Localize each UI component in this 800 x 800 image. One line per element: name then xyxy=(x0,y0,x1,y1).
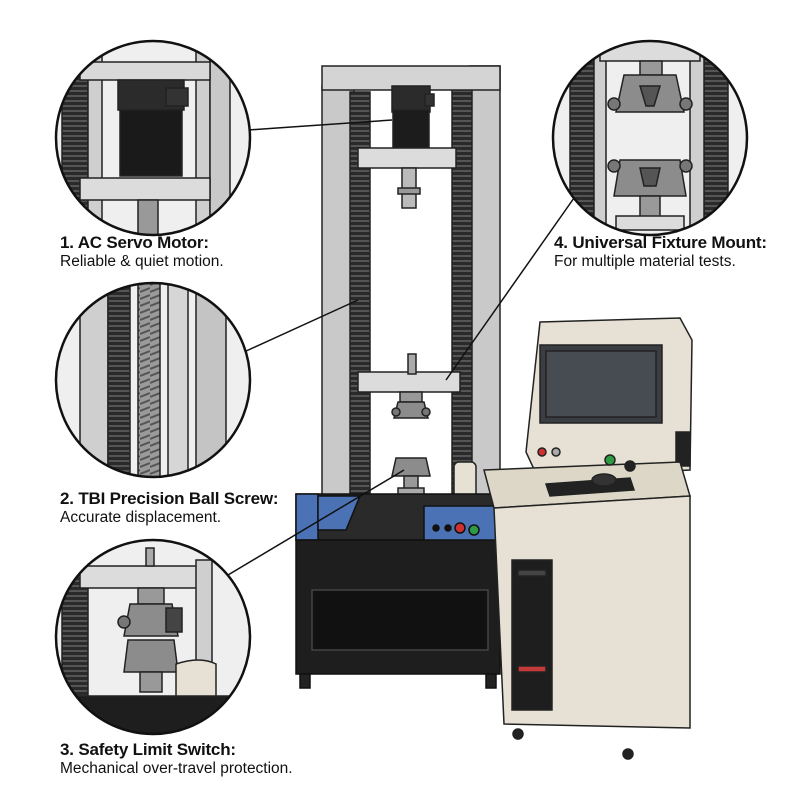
callout-description: Reliable & quiet motion. xyxy=(60,253,224,271)
callout-line-2 xyxy=(243,299,359,353)
callout-description: For multiple material tests. xyxy=(554,253,736,271)
right-bellows-cover xyxy=(451,73,473,495)
base-cabinet xyxy=(295,493,501,689)
ball-screw xyxy=(137,283,161,477)
upper-grip xyxy=(391,391,431,419)
callout-line-4 xyxy=(445,197,575,381)
callout-title: 2. TBI Precision Ball Screw: xyxy=(60,489,279,508)
callout-lines xyxy=(227,119,575,576)
upper-crosshead xyxy=(357,147,457,169)
callout-title: 4. Universal Fixture Mount: xyxy=(554,233,767,252)
detail-circle-servo-motor xyxy=(54,39,252,237)
callout-label-3: 3. Safety Limit Switch: Mechanical over-… xyxy=(60,740,293,779)
callout-description: Accurate displacement. xyxy=(60,509,222,527)
moving-crosshead xyxy=(357,371,461,393)
side-handle xyxy=(675,431,691,467)
callout-title: 3. Safety Limit Switch: xyxy=(60,740,236,759)
callout-label-1: 1. AC Servo Motor: Reliable & quiet moti… xyxy=(60,233,224,272)
red-button xyxy=(454,522,466,534)
callout-title: 1. AC Servo Motor: xyxy=(60,233,209,252)
callout-label-4: 4. Universal Fixture Mount: For multiple… xyxy=(554,233,767,272)
green-button xyxy=(468,524,480,536)
control-console xyxy=(483,317,693,760)
callout-label-2: 2. TBI Precision Ball Screw: Accurate di… xyxy=(60,489,279,528)
lower-grip xyxy=(391,457,431,497)
pc-case xyxy=(511,559,553,711)
detail-circle-ball-screw xyxy=(54,281,252,479)
detail-circle-fixture-mount xyxy=(551,39,749,237)
detail-circle-limit-switch xyxy=(54,538,252,736)
testing-frame xyxy=(321,65,501,513)
mouse xyxy=(591,473,617,487)
callout-line-3 xyxy=(227,469,405,576)
callout-line-1 xyxy=(247,119,393,131)
callout-description: Mechanical over-travel protection. xyxy=(60,760,293,778)
servo-motor xyxy=(391,85,435,149)
